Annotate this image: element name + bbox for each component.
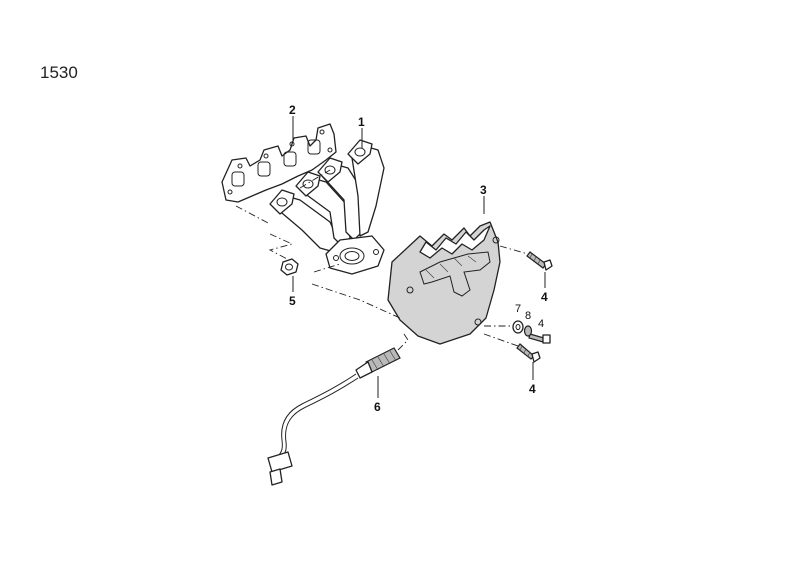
nut-part bbox=[280, 258, 299, 276]
exhaust-manifold-part bbox=[269, 139, 385, 275]
callout-oxygen-sensor: 6 bbox=[374, 400, 381, 414]
callout-gasket: 2 bbox=[289, 103, 296, 117]
bolt-middle-part bbox=[528, 333, 551, 344]
callout-bolt-lower: 4 bbox=[529, 382, 536, 396]
callout-nut: 5 bbox=[289, 294, 296, 308]
gasket-part bbox=[221, 123, 337, 203]
callout-bolt-upper: 4 bbox=[541, 290, 548, 304]
flat-washer-part bbox=[512, 320, 524, 334]
figure-number: 1530 bbox=[40, 63, 78, 82]
bolt-lower-part bbox=[516, 343, 541, 363]
assembly-lines bbox=[235, 169, 529, 351]
bolt-upper-part bbox=[526, 251, 553, 271]
oxygen-sensor-part bbox=[267, 347, 401, 486]
heat-shield-part bbox=[387, 221, 501, 345]
callout-washer-lock: 8 bbox=[525, 310, 531, 322]
lock-washer-part bbox=[523, 325, 533, 337]
callout-heat-shield: 3 bbox=[480, 183, 487, 197]
leader-lines bbox=[292, 116, 546, 398]
callout-bolt-middle: 4 bbox=[538, 318, 544, 330]
callout-manifold: 1 bbox=[358, 115, 365, 129]
callout-washer-flat: 7 bbox=[515, 303, 521, 315]
